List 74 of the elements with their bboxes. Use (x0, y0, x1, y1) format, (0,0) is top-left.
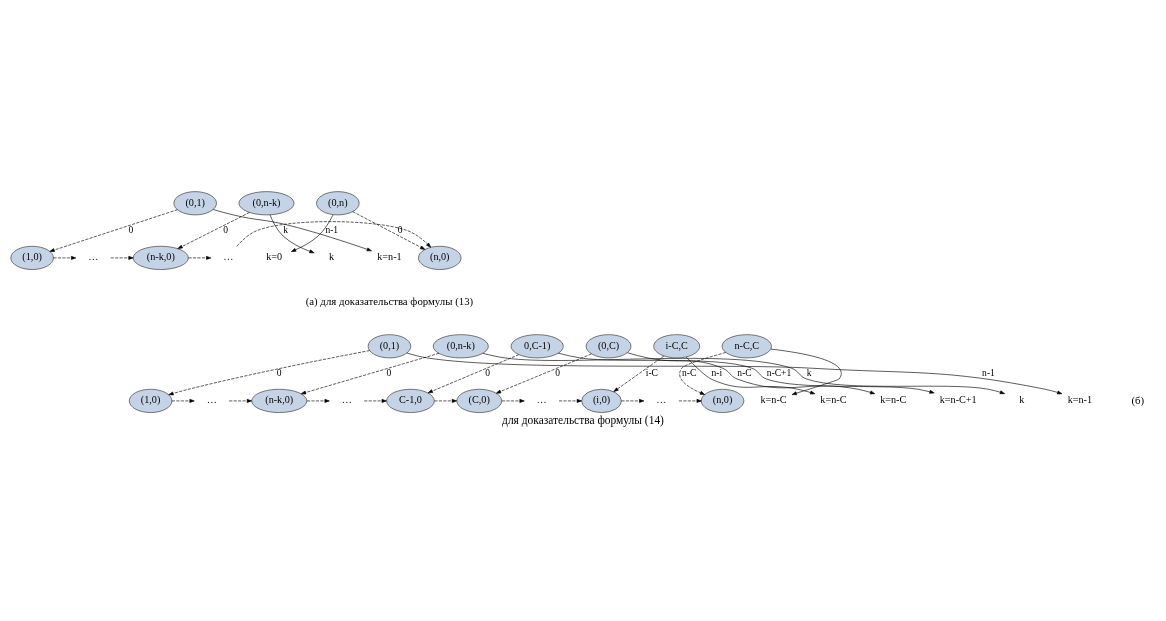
edge-label: i-C (645, 366, 658, 378)
arrow (621, 398, 645, 403)
arrow (627, 352, 876, 394)
node-text: … (656, 393, 667, 405)
arrow (501, 398, 525, 403)
edge-label: 0 (555, 366, 560, 378)
node-ellipse: n-C,C (721, 333, 772, 358)
node-ellipse: (0,n-k) (238, 190, 295, 215)
node-ellipse: (0,n) (316, 190, 360, 215)
node-ellipse: 0,C-1) (510, 333, 564, 358)
arrow (363, 398, 387, 403)
edge-label: n-C+1 (766, 366, 792, 378)
arrow (212, 208, 372, 251)
arrow (53, 255, 77, 260)
arrow (406, 352, 1063, 394)
node-ellipse: i-C,C (653, 333, 701, 358)
node-text: … (206, 393, 217, 405)
edge-label: 0 (128, 223, 134, 235)
arrow (49, 208, 178, 252)
node-ellipse: (0,1) (173, 190, 217, 215)
arrow (188, 255, 212, 260)
node-text: k=n-C (820, 393, 847, 405)
arrow (427, 353, 520, 393)
arrow (613, 355, 665, 392)
edge-label: 0 (223, 223, 229, 235)
node-text: k=n-1 (377, 250, 402, 262)
arrow (177, 211, 250, 249)
caption: для доказательства формулы (14) (502, 413, 664, 426)
arrow (482, 352, 1005, 394)
arrow (171, 398, 195, 403)
arrow (558, 398, 582, 403)
node-text: … (536, 393, 547, 405)
label: (a) для доказательства формулы (13) (305, 294, 474, 307)
arrow (236, 220, 432, 248)
node-text: k (1019, 393, 1025, 405)
arrow (352, 210, 426, 250)
arrow (678, 398, 702, 403)
arrow (269, 214, 315, 253)
node-text: … (341, 393, 352, 405)
arrow (679, 351, 726, 395)
node-text: k=0 (266, 250, 283, 262)
edge-label: k (283, 223, 289, 235)
edge-label: n-C (737, 366, 752, 378)
arrow (770, 348, 842, 395)
node-text: … (223, 250, 234, 262)
node-text: k=n-C+1 (939, 393, 977, 405)
edge-label: n-C (681, 366, 697, 378)
arrow (306, 398, 330, 403)
edge-label: n-i (711, 366, 723, 378)
node-text: k=n-C (880, 393, 907, 405)
edge-label: 0 (397, 223, 403, 235)
node-ellipse: (0,1) (367, 333, 412, 358)
arrow (558, 352, 935, 394)
edge-label: 0 (386, 366, 392, 378)
node-text: k (328, 250, 335, 262)
arrow (291, 214, 334, 252)
edge-label: 0 (276, 366, 282, 378)
node-ellipse: (0,n-k) (432, 333, 489, 358)
arrow (685, 356, 816, 394)
arrow (110, 255, 134, 260)
node-text: k=n-C (760, 393, 787, 405)
node-text: k=n-1 (1067, 393, 1093, 405)
arrow (434, 398, 457, 403)
edge-label: n-1 (982, 366, 995, 378)
label: (б) (1131, 393, 1145, 406)
edge-label: k (806, 366, 812, 378)
edge-label: n-1 (325, 223, 339, 235)
edge-label: 0 (485, 366, 490, 378)
node-text: … (88, 250, 99, 262)
arrow (300, 352, 440, 394)
arrow (168, 349, 370, 395)
arrow (228, 398, 252, 403)
arrow (495, 353, 592, 394)
node-ellipse: (0,C) (585, 333, 632, 358)
